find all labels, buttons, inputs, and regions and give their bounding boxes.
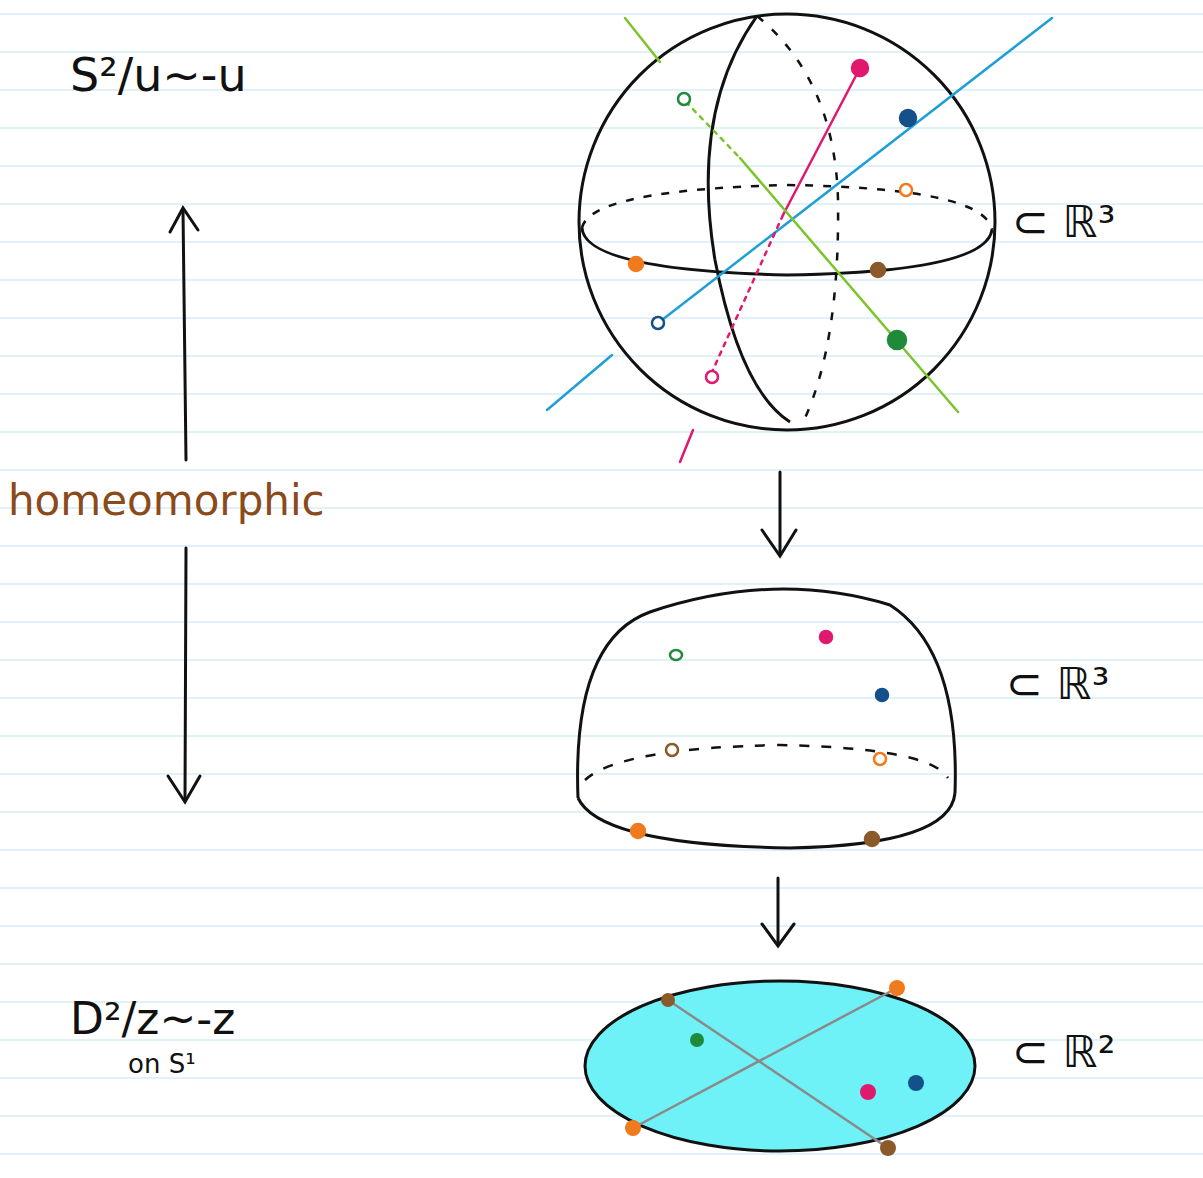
ambient-space: ⊂ ℝ² xyxy=(1012,1028,1115,1076)
relation-label: homeomorphic xyxy=(8,478,325,524)
ambient-space: ⊂ ℝ³ xyxy=(1006,660,1109,708)
quotient-space: S²/u~-u xyxy=(70,50,247,101)
down-arrow xyxy=(762,472,796,946)
quotient-space: D²/z~-z xyxy=(70,995,235,1043)
hemisphere xyxy=(578,589,956,848)
antipodal-lines xyxy=(547,18,1052,462)
points xyxy=(631,631,888,846)
quotient-note: on S¹ xyxy=(128,1050,196,1079)
ruled-lines xyxy=(0,14,1203,1154)
points xyxy=(629,60,916,383)
ambient-space: ⊂ ℝ³ xyxy=(1012,198,1115,246)
disk xyxy=(585,980,975,1156)
